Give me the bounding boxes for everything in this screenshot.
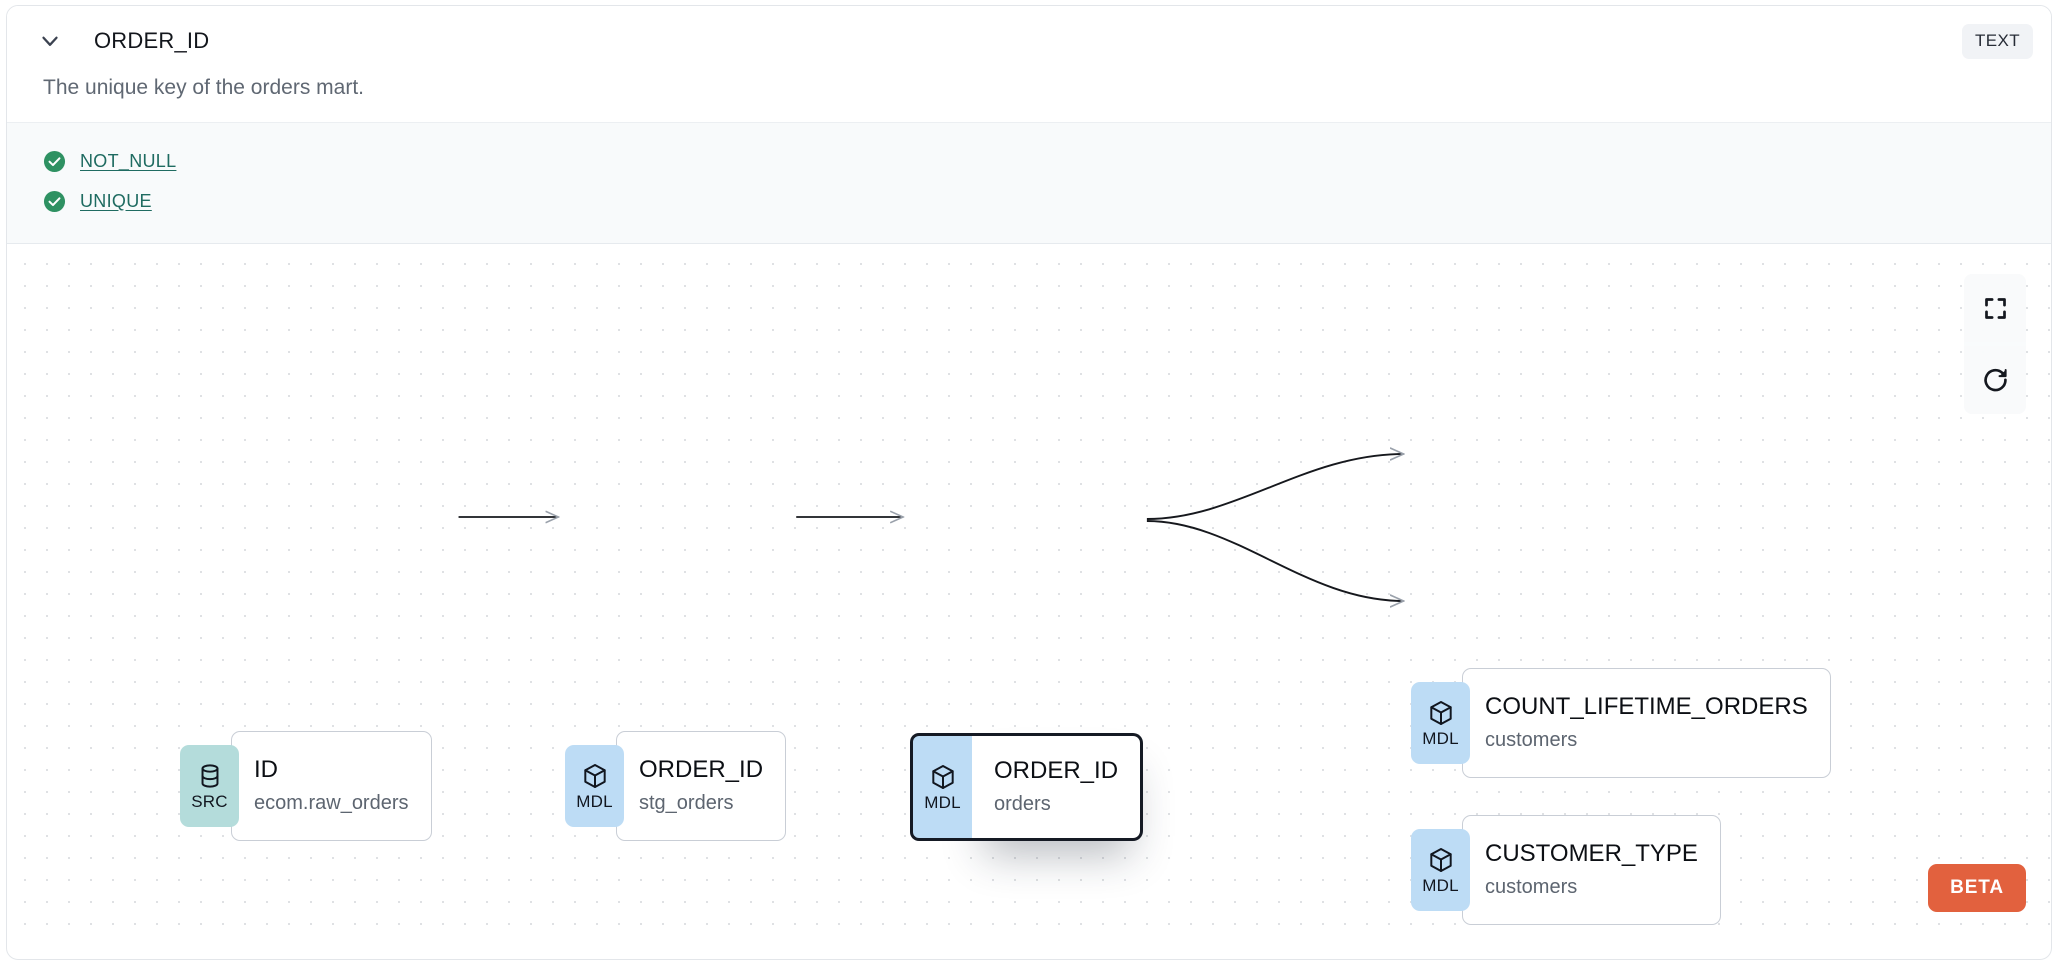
node-column-name: CUSTOMER_TYPE xyxy=(1485,839,1698,867)
fit-view-button[interactable] xyxy=(1964,274,2026,342)
node-badge-label: MDL xyxy=(924,793,961,812)
node-column-name: ORDER_ID xyxy=(994,756,1119,784)
chevron-down-icon[interactable] xyxy=(33,24,67,58)
node-body: COUNT_LIFETIME_ORDERS customers xyxy=(1462,668,1831,778)
cube-icon xyxy=(583,764,606,788)
lineage-canvas[interactable]: SRC ID ecom.raw_orders MDL xyxy=(7,244,2051,937)
column-description: The unique key of the orders mart. xyxy=(7,76,2051,122)
node-column-name: COUNT_LIFETIME_ORDERS xyxy=(1485,692,1808,720)
canvas-controls xyxy=(1964,274,2026,414)
node-badge-label: SRC xyxy=(191,792,228,811)
card-header: ORDER_ID TEXT xyxy=(7,6,2051,76)
refresh-icon xyxy=(1983,368,2007,391)
column-detail-card: ORDER_ID TEXT The unique key of the orde… xyxy=(6,5,2052,960)
node-body: ORDER_ID stg_orders xyxy=(616,731,787,841)
node-badge-mdl: MDL xyxy=(565,745,624,827)
check-circle-icon xyxy=(43,190,66,212)
cube-icon xyxy=(1429,848,1452,872)
node-badge-mdl: MDL xyxy=(1411,829,1470,911)
lineage-node[interactable]: MDL CUSTOMER_TYPE customers xyxy=(1411,815,1721,925)
database-icon xyxy=(201,764,218,788)
lineage-node[interactable]: SRC ID ecom.raw_orders xyxy=(180,731,432,841)
lineage-node[interactable]: MDL COUNT_LIFETIME_ORDERS customers xyxy=(1411,668,1831,778)
beta-badge[interactable]: BETA xyxy=(1928,864,2026,912)
test-row: UNIQUE xyxy=(43,181,2051,221)
fullscreen-icon xyxy=(1984,297,2006,319)
edge-orders-to-customer-type xyxy=(1146,520,1404,601)
edge-orders-to-count-lifetime xyxy=(1146,454,1404,520)
lineage-node-selected[interactable]: MDL ORDER_ID orders xyxy=(910,733,1144,841)
cube-icon xyxy=(1429,701,1452,725)
cube-icon xyxy=(931,765,954,789)
test-row: NOT_NULL xyxy=(43,141,2051,181)
check-circle-icon xyxy=(43,150,66,172)
node-column-name: ID xyxy=(254,755,278,783)
column-type-badge: TEXT xyxy=(1961,23,2033,59)
node-body: ORDER_ID orders xyxy=(972,733,1144,841)
page-title: ORDER_ID xyxy=(94,28,210,53)
node-table-name: customers xyxy=(1485,728,1578,751)
node-badge-label: MDL xyxy=(1422,729,1459,748)
node-badge-mdl: MDL xyxy=(1411,682,1470,764)
node-badge-mdl: MDL xyxy=(910,733,972,841)
test-link-not-null[interactable]: NOT_NULL xyxy=(80,150,177,171)
lineage-edges xyxy=(458,244,2051,937)
node-table-name: orders xyxy=(994,792,1051,815)
node-badge-label: MDL xyxy=(576,792,613,811)
node-table-name: customers xyxy=(1485,875,1578,898)
node-body: ID ecom.raw_orders xyxy=(231,731,432,841)
tests-section: NOT_NULL UNIQUE xyxy=(7,122,2051,244)
node-body: CUSTOMER_TYPE customers xyxy=(1462,815,1721,925)
node-table-name: stg_orders xyxy=(639,791,734,814)
refresh-button[interactable] xyxy=(1964,346,2026,414)
test-link-unique[interactable]: UNIQUE xyxy=(80,190,152,211)
node-column-name: ORDER_ID xyxy=(639,755,764,783)
node-badge-src: SRC xyxy=(180,745,239,827)
node-table-name: ecom.raw_orders xyxy=(254,791,409,814)
node-badge-label: MDL xyxy=(1422,876,1459,895)
lineage-node[interactable]: MDL ORDER_ID stg_orders xyxy=(565,731,787,841)
